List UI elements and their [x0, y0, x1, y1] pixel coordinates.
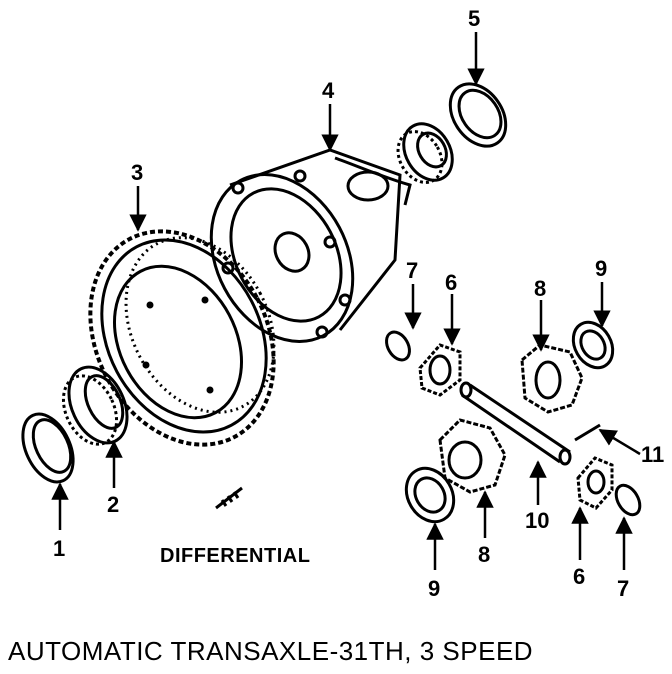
leader-11: [598, 428, 641, 456]
leader-arrows: [51, 32, 641, 570]
callout-10: 10: [525, 508, 549, 533]
pinion-shaft-part-10: [459, 381, 572, 466]
side-gear-part-8-lower: [438, 418, 507, 494]
callout-9-upper: 9: [595, 256, 607, 281]
callout-9-lower: 9: [428, 576, 440, 601]
lock-pin-part-11: [574, 423, 601, 442]
callout-1: 1: [53, 536, 65, 561]
callout-2: 2: [107, 492, 119, 517]
ring-gear-part-3: [88, 229, 276, 447]
diagram-title: AUTOMATIC TRANSAXLE-31TH, 3 SPEED: [8, 636, 534, 666]
callout-7-upper: 7: [406, 258, 418, 283]
callout-7-lower: 7: [617, 576, 629, 601]
pinion-gear-part-6-lower: [576, 456, 614, 510]
side-gear-part-8-upper: [520, 343, 584, 414]
thrust-washer-part-9-lower: [404, 466, 456, 524]
pinion-gear-part-6-upper: [418, 343, 462, 397]
callout-8-lower: 8: [478, 542, 490, 567]
callout-labels: 1 2 3 4 5 7 6 8 9 11 10 8 9 6 7: [53, 6, 664, 601]
callout-8-upper: 8: [534, 276, 546, 301]
callout-6-lower: 6: [573, 564, 585, 589]
bearing-race-part-5: [448, 82, 508, 148]
thrust-washer-part-7-upper: [385, 330, 411, 362]
callout-3: 3: [131, 160, 143, 185]
thrust-washer-part-7-lower: [614, 483, 642, 517]
diagram-caption: DIFFERENTIAL: [160, 545, 311, 567]
thrust-washer-part-9-upper: [571, 320, 615, 370]
callout-11: 11: [641, 442, 664, 467]
ring-gear-bolt: [215, 486, 243, 510]
callout-4: 4: [322, 78, 335, 103]
differential-case-part-4: [209, 148, 412, 343]
side-bearing: [396, 122, 454, 184]
callout-5: 5: [468, 6, 480, 31]
callout-6-upper: 6: [445, 270, 457, 295]
bearing-race-part-1: [21, 412, 75, 484]
